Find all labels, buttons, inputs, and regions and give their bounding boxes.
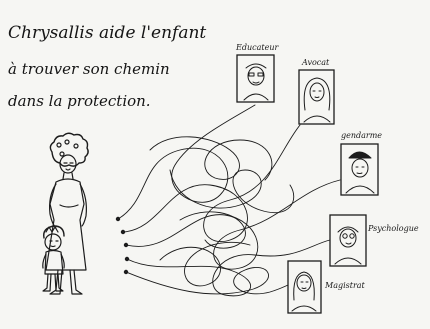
portrait-psychologue: Psychologue: [329, 214, 419, 267]
path-start-dots: [115, 216, 130, 275]
title-line-2: à trouver son chemin: [8, 60, 170, 78]
portrait-gendarme: gendarme: [340, 131, 382, 196]
portrait-magistrat: Magistrat: [287, 260, 366, 314]
magistrate-portrait-icon: [287, 260, 322, 314]
label-gendarme: gendarme: [341, 131, 382, 140]
label-educateur: Educateur: [235, 43, 279, 52]
portrait-avocat: Avocat: [298, 58, 335, 125]
tangled-paths: [117, 104, 341, 297]
label-psychologue: Psychologue: [367, 224, 419, 233]
label-magistrat: Magistrat: [324, 281, 366, 290]
label-avocat: Avocat: [301, 58, 330, 67]
title-line-3: dans la protection.: [8, 92, 151, 110]
portrait-educateur: Educateur: [235, 43, 279, 103]
title-line-1: Chrysallis aide l'enfant: [8, 23, 206, 43]
mother-and-child-figure: [42, 132, 89, 295]
educator-portrait-icon: [236, 54, 275, 103]
